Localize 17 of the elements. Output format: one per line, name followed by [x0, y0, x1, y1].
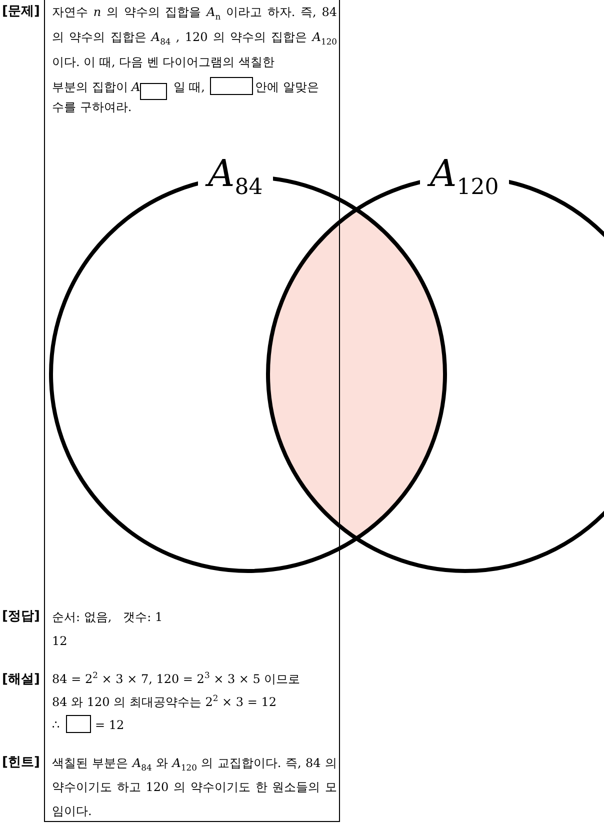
hint-text: 색칠된 부분은 A$_{84}$ 와 A$_{120}$ 의 교집합이다. 즉, 84 의 약수이기도 하고 120 의 약수이기도 한 원소들의 모임이다. [52, 755, 337, 820]
shaded-intersection [268, 210, 445, 538]
section-label: [정답] [2, 608, 40, 626]
answer-value: 12 [52, 633, 68, 650]
problem-text: 일 때, [173, 80, 205, 94]
equation-text: = 12 [95, 718, 124, 732]
problem-text: 수를 구하여라. [52, 99, 133, 116]
answer-text: 순서: 없음, 갯수: 1 [52, 609, 164, 626]
section-label: [힌트] [2, 754, 40, 772]
explanation-text: 84 와 120 의 최대공약수는 2$^{2}$ × 3 = 12 [52, 692, 278, 711]
explanation-text: 84 = 2$^{2}$ × 3 × 7, 120 = 2$^{3}$ × 3 × 5 이므로 [52, 669, 302, 688]
section-label: [문제] [2, 3, 40, 21]
problem-text: 자연수 n 의 약수의 집합을 A$_{n}$ 이라고 하자. 즉, 84 의 약수의 집합은 A$_{84}$ , 120 의 약수의 집합은 A$_{120}$ 이다. 이 때, 다음 벤 다이어그램의 색칠한 [52, 4, 337, 71]
problem-text: 부분의 집합이 A [52, 80, 140, 94]
section-label: [해설] [2, 671, 40, 689]
problem-text: 안에 알맞은 [254, 80, 319, 94]
therefore-sign: ∴ [52, 718, 60, 732]
